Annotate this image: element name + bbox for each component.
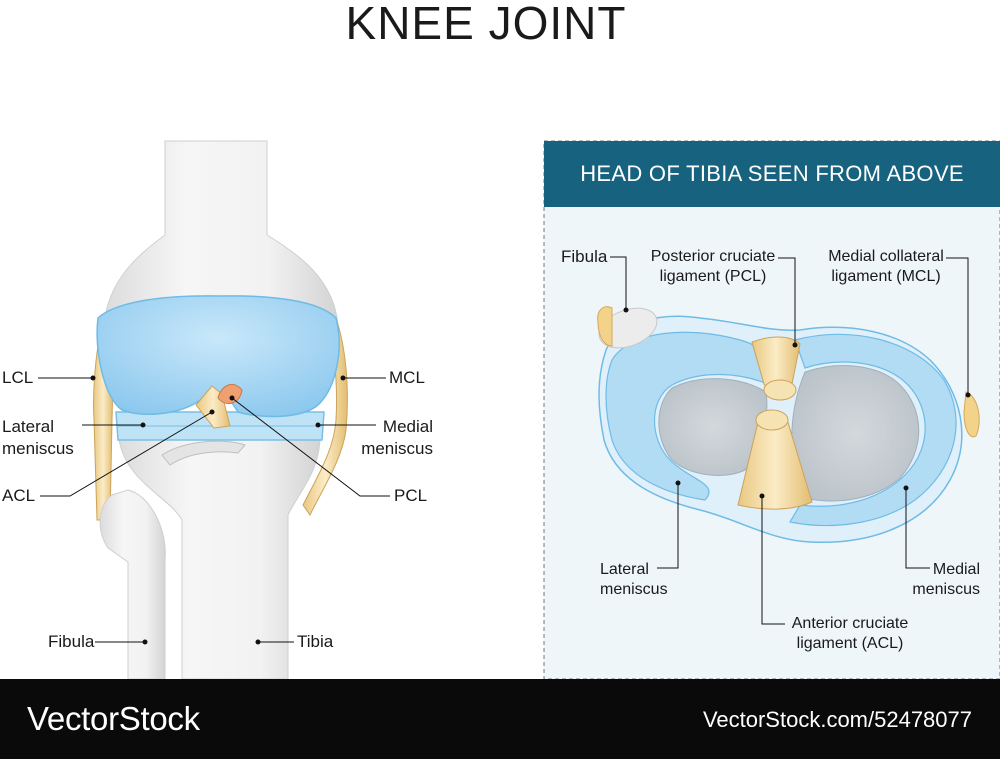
label-pcl: PCL (394, 486, 428, 505)
brand-logo: VectorStock (27, 700, 200, 737)
label-fibula-top: Fibula (561, 247, 608, 266)
lateral-meniscus (605, 331, 774, 501)
front-leader-dots (90, 375, 346, 645)
front-leader-lines (38, 377, 390, 643)
top-leader-lines (610, 256, 969, 625)
label-pcl-top: Posterior cruciate ligament (PCL) (650, 248, 776, 285)
label-medial-meniscus-top: Medial meniscus (912, 561, 980, 598)
medial-meniscus (789, 333, 957, 527)
label-lateral-meniscus-top: Lateral meniscus (600, 561, 668, 598)
pcl-ligament (217, 383, 243, 405)
label-tibia: Tibia (297, 632, 334, 651)
acl-top (737, 415, 813, 510)
footer-bar: VectorStock VectorStock.com/52478077 (0, 679, 1000, 759)
label-lateral-meniscus: Lateral meniscus (2, 417, 74, 458)
fibula-bone (99, 489, 166, 680)
label-lcl: LCL (2, 368, 34, 387)
label-medial-meniscus: Medial meniscus (361, 417, 433, 458)
page-title: KNEE JOINT (345, 0, 627, 49)
label-fibula-front: Fibula (48, 632, 95, 651)
top-leader-dots (623, 307, 971, 499)
label-acl-top: Anterior cruciate ligament (ACL) (791, 615, 909, 652)
label-mcl: MCL (389, 368, 425, 387)
panel-heading: HEAD OF TIBIA SEEN FROM ABOVE (544, 141, 1000, 207)
label-mcl-top: Medial collateral ligament (MCL) (828, 248, 944, 285)
mcl-top (963, 391, 980, 438)
fibula-head (598, 307, 658, 349)
label-acl: ACL (2, 486, 36, 505)
femoral-cartilage (96, 295, 340, 418)
stock-id: VectorStock.com/52478077 (702, 707, 972, 732)
